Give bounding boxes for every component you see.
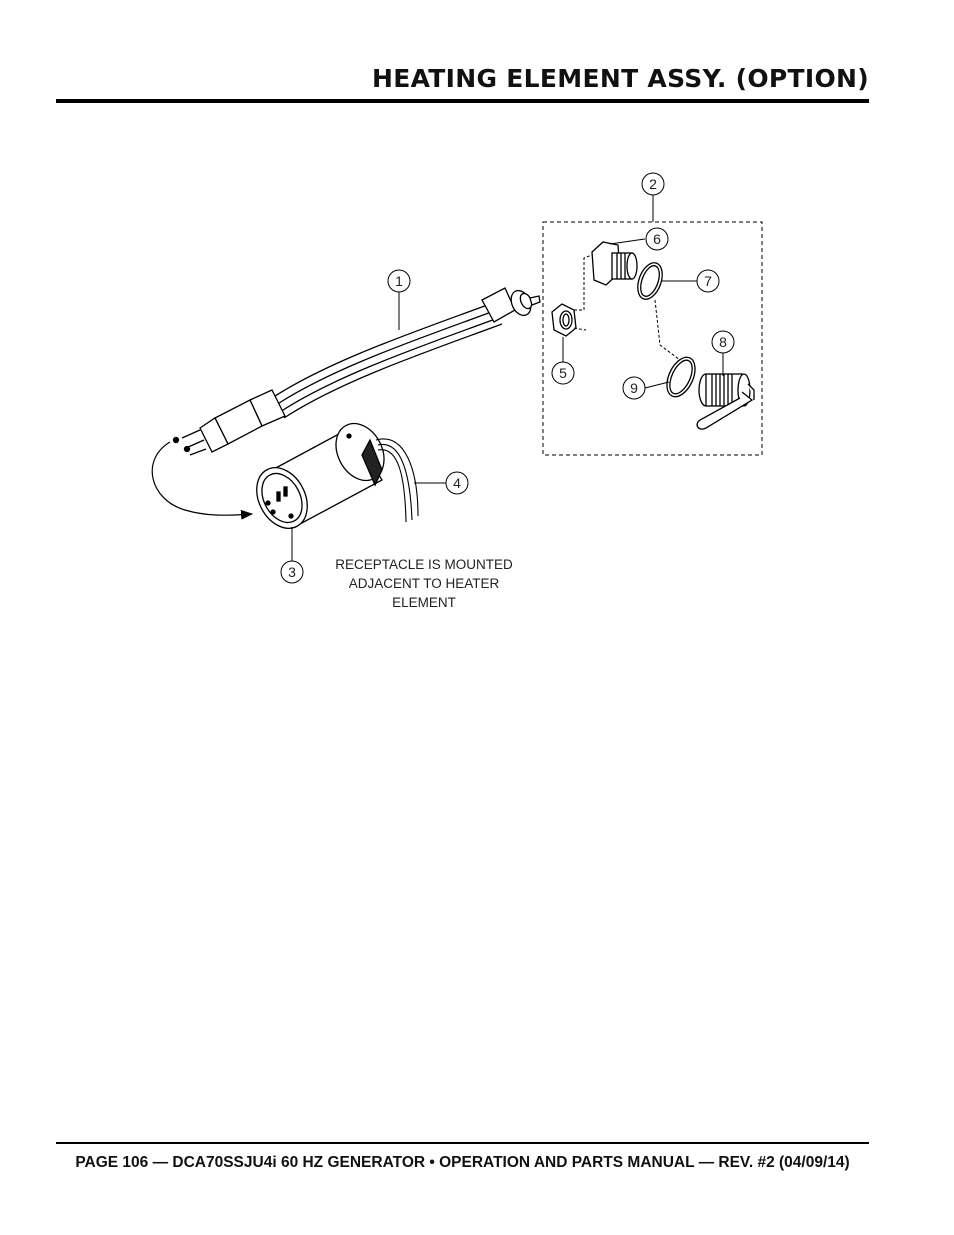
callout-4: 4 [445, 471, 469, 495]
page-footer: PAGE 106 — DCA70SSJU4i 60 HZ GENERATOR •… [75, 1154, 850, 1171]
male-plug [172, 389, 286, 456]
callout-5: 5 [551, 361, 575, 385]
note-line-2: ADJACENT TO HEATER [349, 576, 500, 591]
callout-6: 6 [645, 227, 669, 251]
note-line-1: RECEPTACLE IS MOUNTED [335, 557, 513, 572]
svg-text:5: 5 [559, 365, 567, 381]
callout-1: 1 [387, 269, 411, 293]
svg-text:3: 3 [288, 564, 296, 580]
receptacle-wires [375, 438, 419, 523]
o-ring-7 [637, 262, 663, 300]
callout-7: 7 [696, 269, 720, 293]
power-cord [271, 303, 503, 419]
svg-text:8: 8 [719, 334, 727, 350]
connection-arrow [151, 441, 253, 520]
heater-element [696, 373, 755, 430]
callout-2: 2 [641, 172, 665, 196]
page-title: HEATING ELEMENT ASSY. (OPTION) [372, 64, 869, 93]
header-rule [56, 99, 869, 103]
receptacle-note: RECEPTACLE IS MOUNTED ADJACENT TO HEATER… [335, 557, 513, 610]
callout-9: 9 [622, 376, 646, 400]
o-ring-9 [666, 356, 696, 398]
receptacle [256, 422, 385, 529]
callout-8: 8 [711, 330, 735, 354]
assembly-2-enclosure [542, 221, 763, 456]
svg-text:7: 7 [704, 273, 712, 289]
bushing [591, 241, 638, 286]
lock-nut [551, 303, 577, 337]
svg-text:4: 4 [453, 475, 461, 491]
svg-text:9: 9 [630, 380, 638, 396]
svg-text:1: 1 [395, 273, 403, 289]
svg-text:2: 2 [649, 176, 657, 192]
callout-3: 3 [280, 560, 304, 584]
footer-rule [56, 1142, 869, 1144]
svg-text:6: 6 [653, 231, 661, 247]
leader-lines [291, 195, 724, 561]
cord-connector-end [481, 287, 541, 323]
note-line-3: ELEMENT [392, 595, 456, 610]
